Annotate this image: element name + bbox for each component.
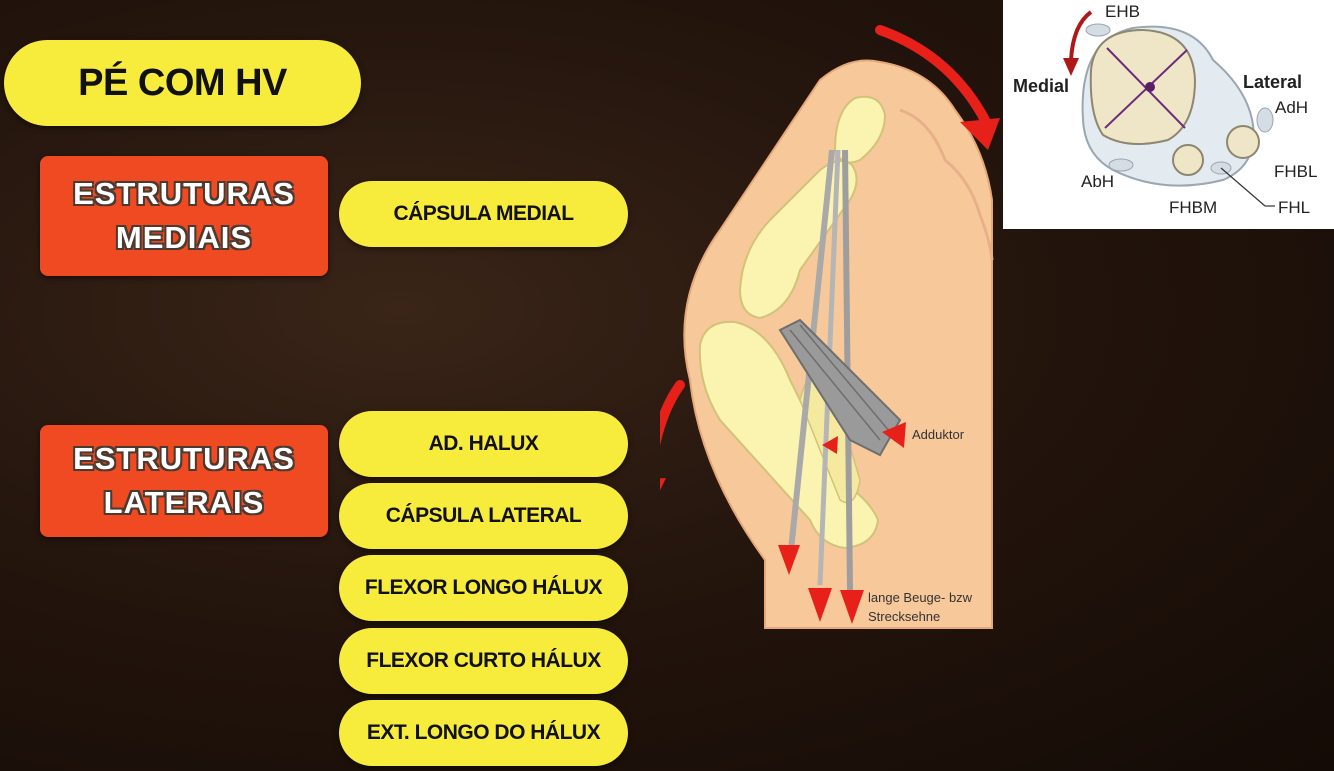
cross-section-inset: EHB Medial Lateral AdH AbH FHBL FHBM FHL	[1003, 0, 1334, 229]
rotation-arrowhead	[1063, 58, 1079, 76]
lateral-label: Lateral	[1243, 72, 1302, 93]
adductor-label: Adduktor	[912, 427, 964, 442]
medial-heading-line1: ESTRUTURAS	[73, 172, 295, 216]
lateral-heading-line2: LATERAIS	[104, 481, 265, 525]
medial-sesamoid	[1173, 145, 1203, 175]
lateral-item-adductor: AD. HALUX	[339, 411, 628, 477]
fhbl-label: FHBL	[1274, 162, 1317, 182]
abh-label: AbH	[1081, 172, 1114, 192]
medial-heading-line2: MEDIAIS	[116, 216, 252, 260]
abh-tendon	[1109, 159, 1133, 171]
tendon-label-line2: Strecksehne	[868, 609, 940, 624]
page-title: PÉ COM HV	[4, 40, 361, 126]
tendon-label-line1: lange Beuge- bzw	[868, 590, 972, 605]
ehb-tendon	[1086, 24, 1110, 36]
lateral-item-lateral-capsule: CÁPSULA LATERAL	[339, 483, 628, 549]
cross-center	[1145, 82, 1155, 92]
fhl-leader	[1221, 168, 1265, 206]
lateral-item-flexor-longus: FLEXOR LONGO HÁLUX	[339, 555, 628, 621]
medial-structures-heading: ESTRUTURAS MEDIAIS	[40, 156, 328, 276]
lateral-sesamoid	[1227, 126, 1259, 158]
ehb-label: EHB	[1105, 2, 1140, 22]
medial-label: Medial	[1013, 76, 1069, 97]
metatarsal-rotation-arrow	[660, 385, 680, 480]
lateral-heading-line1: ESTRUTURAS	[73, 437, 295, 481]
rotation-arrow	[1071, 12, 1091, 60]
adh-tendon	[1257, 108, 1273, 132]
lateral-structures-heading: ESTRUTURAS LATERAIS	[40, 425, 328, 537]
metatarsal-rotation-arrowhead	[660, 478, 666, 515]
adh-label: AdH	[1275, 98, 1308, 118]
fhbm-label: FHBM	[1169, 198, 1217, 218]
lateral-item-extensor-longus: EXT. LONGO DO HÁLUX	[339, 700, 628, 766]
lateral-item-flexor-brevis: FLEXOR CURTO HÁLUX	[339, 628, 628, 694]
medial-item-capsule: CÁPSULA MEDIAL	[339, 181, 628, 247]
fhl-label: FHL	[1278, 198, 1310, 218]
